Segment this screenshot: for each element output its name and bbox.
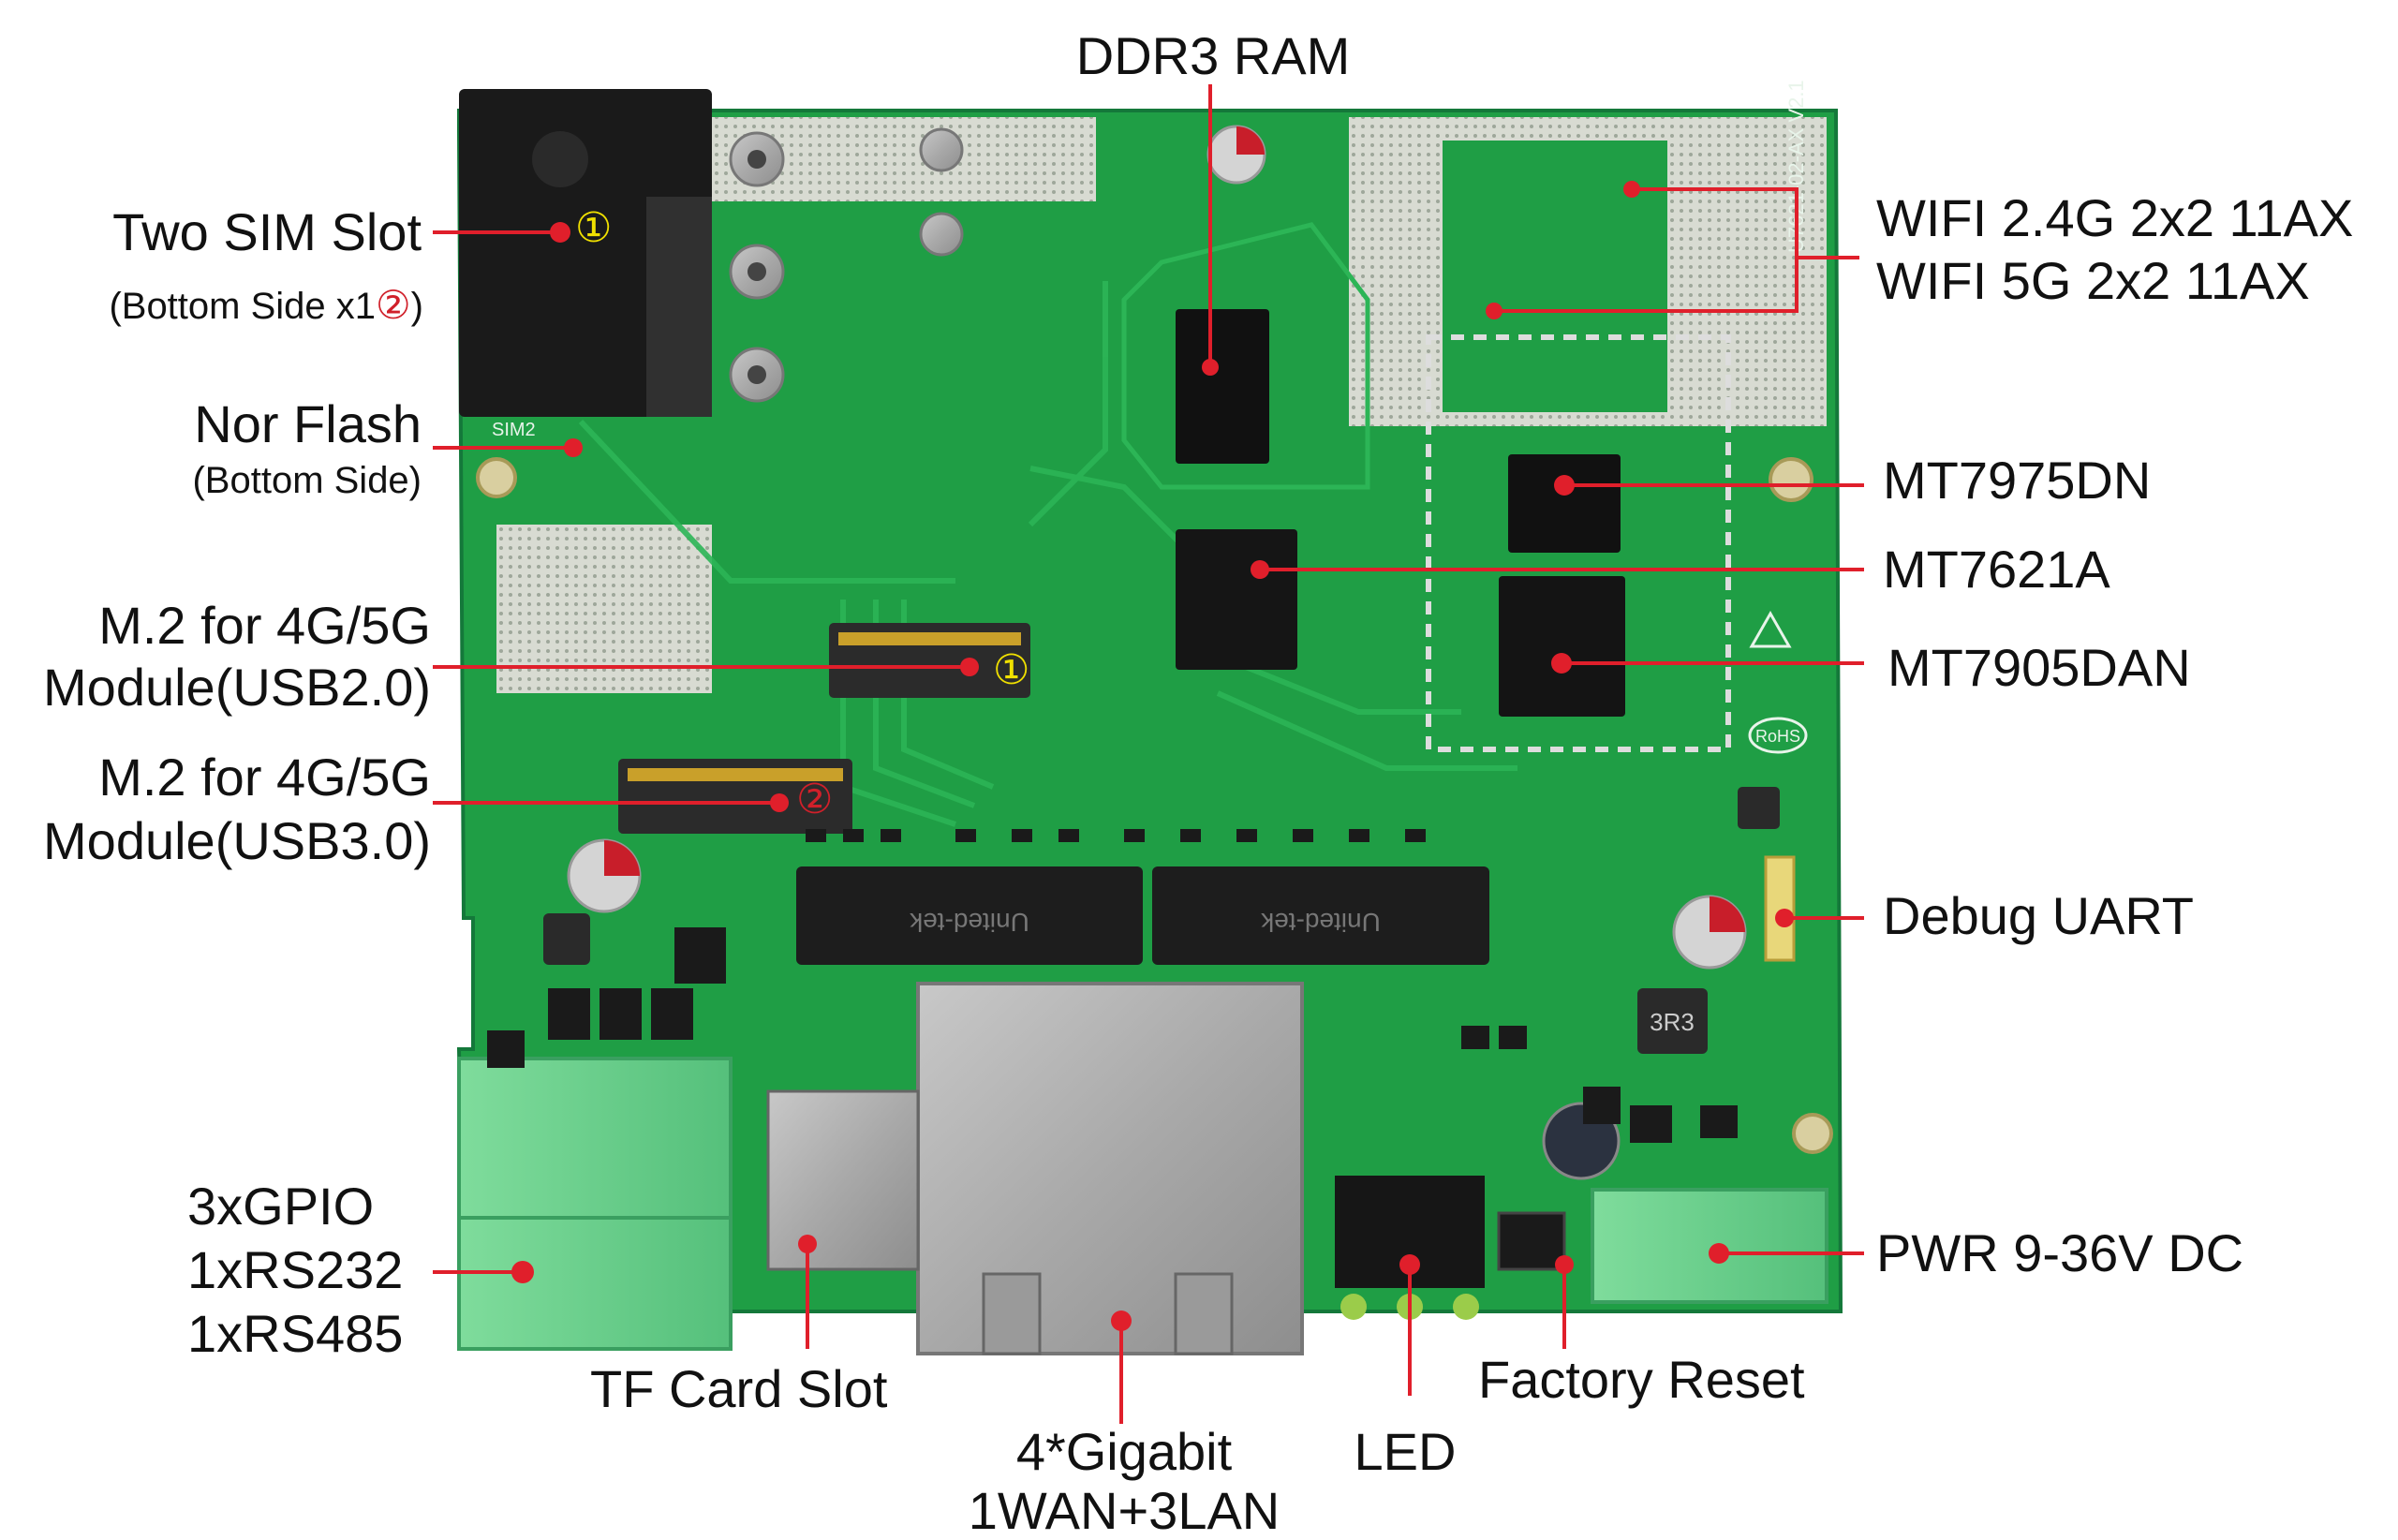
mt7621-chip — [1176, 529, 1297, 670]
label-tf-card-slot: TF Card Slot — [590, 1359, 888, 1418]
tf-card-slot — [766, 1089, 920, 1271]
label-nor-flash: Nor Flash — [194, 394, 422, 453]
antenna-connectors — [729, 127, 964, 403]
label-mt7905dan: MT7905DAN — [1887, 638, 2191, 697]
label-pwr: PWR 9-36V DC — [1876, 1223, 2244, 1282]
label-mt7975dn: MT7975DN — [1883, 451, 2152, 510]
magnetics-2 — [1152, 866, 1489, 965]
rj45-block — [916, 982, 1304, 1355]
inductor — [1738, 787, 1780, 829]
label-m2-usb3-line2: Module(USB3.0) — [43, 811, 431, 870]
label-ddr3-ram: DDR3 RAM — [1075, 26, 1351, 85]
terminal-block-power — [1591, 1188, 1828, 1304]
label-mt7621a: MT7621A — [1883, 540, 2110, 599]
led-indicator — [1453, 1294, 1479, 1320]
magnetics-1 — [796, 866, 1143, 965]
callout-lines — [433, 84, 1864, 1424]
m2-slot-usb3-contacts — [628, 768, 843, 781]
rohs-text: RoHS — [1755, 727, 1800, 746]
label-wifi-24g: WIFI 2.4G 2x2 11AX — [1876, 188, 2354, 247]
led-indicator — [1340, 1294, 1367, 1320]
reset-button — [1497, 1211, 1566, 1271]
label-debug-uart: Debug UART — [1883, 886, 2195, 945]
callout-dots — [511, 181, 1794, 1331]
inductor-marking: 3R3 — [1650, 1008, 1695, 1036]
mt7975-chip — [1508, 454, 1621, 553]
label-gigabit-line1: 4*Gigabit — [1015, 1422, 1233, 1481]
sim-latch — [646, 197, 712, 417]
label-factory-reset: Factory Reset — [1478, 1350, 1805, 1409]
rj45-port — [982, 1272, 1042, 1355]
label-wifi-5g: WIFI 5G 2x2 11AX — [1876, 251, 2310, 310]
sim-slot-marker: ① — [575, 205, 613, 251]
capacitor-stripe — [1710, 896, 1745, 932]
capacitor-stripe — [604, 840, 640, 876]
inductor — [1637, 988, 1708, 1054]
inductor — [543, 913, 590, 965]
m2-slot-usb2-contacts — [838, 632, 1021, 645]
magnetics-label-2: United-tek — [1260, 908, 1381, 937]
magnetics-label-1: United-tek — [909, 908, 1029, 937]
capacitor-stripe — [1236, 126, 1265, 155]
label-two-sim-slot: Two SIM Slot — [112, 202, 422, 261]
ground-area — [496, 525, 712, 693]
callout-wifi-bracket — [1494, 187, 1798, 313]
label-rs485: 1xRS485 — [187, 1304, 404, 1363]
ddr3-chip — [1176, 309, 1269, 464]
label-sim-sub-suffix: ) — [410, 286, 423, 327]
label-rs232: 1xRS232 — [187, 1240, 404, 1299]
terminal-block-gpio — [457, 1057, 733, 1351]
ground-area — [1443, 141, 1667, 412]
label-gpio: 3xGPIO — [187, 1177, 375, 1236]
mt7905-chip — [1499, 576, 1625, 717]
label-m2-usb2-line2: Module(USB2.0) — [43, 658, 431, 717]
smd-components — [487, 829, 1738, 1143]
rohs-mark — [1748, 717, 1808, 754]
mounting-holes — [476, 457, 1833, 1154]
rj45-port — [1174, 1272, 1234, 1355]
label-gigabit-line2: 1WAN+3LAN — [968, 1481, 1280, 1540]
esd-mark — [1749, 610, 1792, 648]
uart-header — [1764, 855, 1796, 962]
m2-usb3-marker: ② — [796, 777, 834, 822]
label-nor-flash-sub: (Bottom Side) — [192, 460, 422, 501]
label-m2-usb2-line1: M.2 for 4G/5G — [98, 596, 431, 655]
wifi-shield — [1426, 334, 1731, 752]
label-led: LED — [1354, 1422, 1457, 1481]
ram-area — [1121, 222, 1370, 490]
m2-usb2-marker: ① — [993, 647, 1030, 693]
label-sim-sub-circle: ② — [376, 283, 411, 327]
label-sim-bottom-side: (Bottom Side x1②) — [19, 283, 423, 327]
sim-screw-hole — [532, 131, 588, 187]
label-sim-sub-prefix: (Bottom Side x1 — [109, 286, 377, 327]
sim2-marking: SIM2 — [492, 420, 536, 440]
label-m2-usb3-line1: M.2 for 4G/5G — [98, 748, 431, 807]
